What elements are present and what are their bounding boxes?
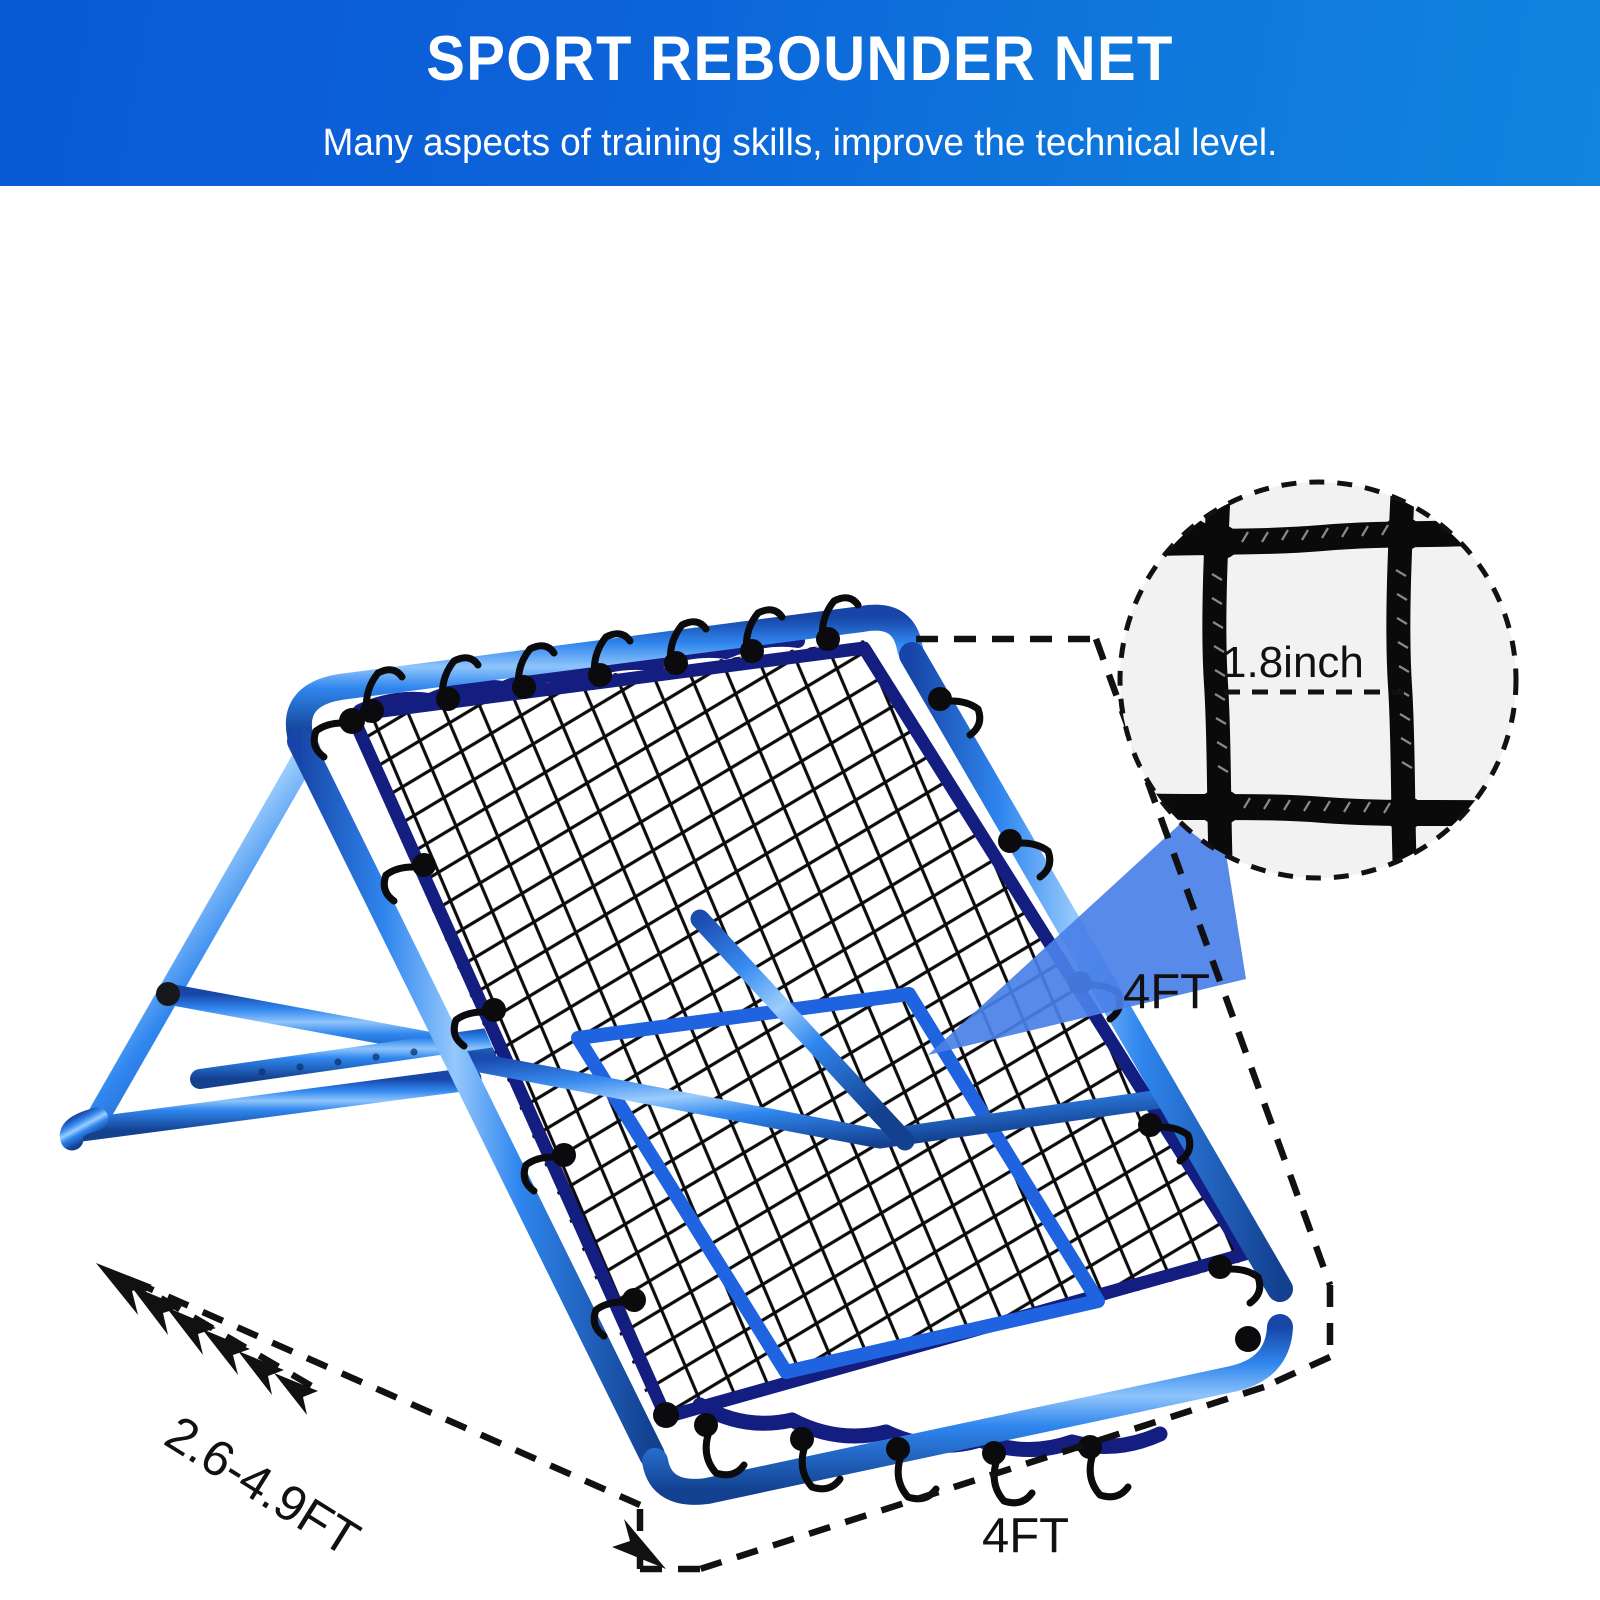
support-leg-assembly [59,737,575,1151]
magnifier-border [1117,479,1519,881]
dimension-label-height: 4FT [1123,965,1211,1019]
callout-cone [928,791,1246,1055]
dimension-label-width: 4FT [982,1509,1070,1563]
header-banner: SPORT REBOUNDER NET Many aspects of trai… [0,0,1600,186]
target-square-overlay [571,987,1105,1379]
adjustable-range-arrows [96,1263,666,1569]
diagonal-cross-brace-upper [690,909,915,1151]
rebounder-net-illustration [59,594,1334,1573]
diagonal-cross-brace [460,1051,1170,1149]
page-title: SPORT REBOUNDER NET [426,24,1174,94]
mesh-magnifier-circle [1117,479,1519,881]
product-illustration-area: 1.8inch 4FT 4FT 2.6-4.9FT [0,186,1600,1600]
bungee-knots [339,627,1261,1465]
pivot-joint [156,982,180,1006]
mesh-size-label: 1.8inch [1222,638,1364,687]
page-subtitle: Many aspects of training skills, improve… [322,122,1278,164]
